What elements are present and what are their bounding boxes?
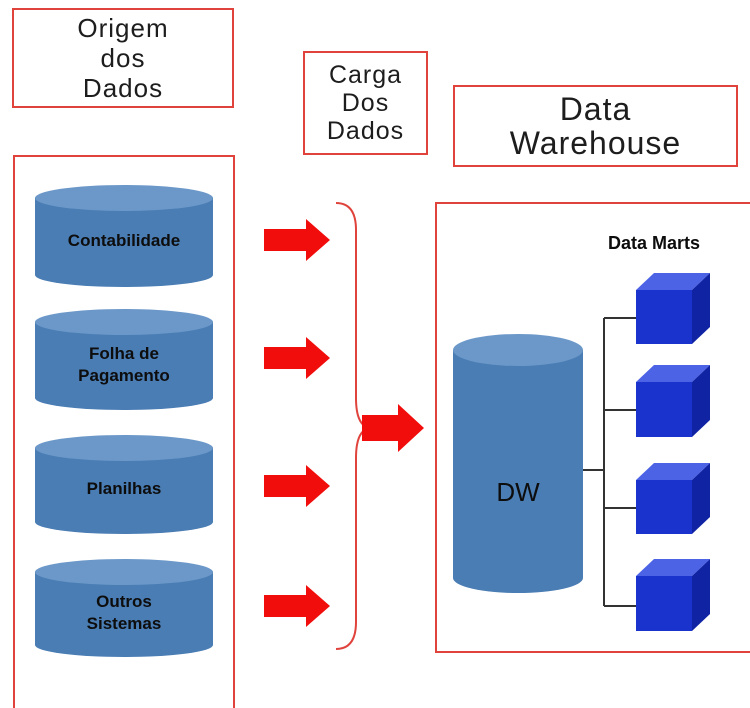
origem-dos-dados-title: Origem dos Dados <box>12 8 234 108</box>
data-mart-cube-icon <box>636 365 710 437</box>
source-label-contabilidade: Contabilidade <box>67 231 181 250</box>
load-arrow-icon <box>362 404 424 452</box>
carga-dos-dados-title: Carga Dos Dados <box>303 51 428 155</box>
source-database-cylinder-planilhas <box>35 435 213 534</box>
source-label-planilhas: Planilhas <box>86 479 162 498</box>
source-label-folha-de-pagamento: Folha de Pagamento <box>78 344 170 385</box>
arrow-right-icon <box>264 337 330 379</box>
data-marts-label: Data Marts <box>608 233 701 253</box>
arrow-right-icon <box>264 465 330 507</box>
dw-cylinder <box>453 334 583 593</box>
source-database-cylinder-outros-sistemas <box>35 559 213 657</box>
arrow-right-icon <box>264 585 330 627</box>
data-mart-cube-icon <box>636 559 710 631</box>
source-database-cylinder-folha-de-pagamento <box>35 309 213 410</box>
data-warehouse-title: Data Warehouse <box>453 85 738 167</box>
data-mart-connectors <box>583 317 636 607</box>
source-database-cylinder-contabilidade <box>35 185 213 287</box>
data-mart-cube-icon <box>636 463 710 534</box>
data-mart-cube-icon <box>636 273 710 344</box>
dw-label: DW <box>496 476 540 507</box>
source-label-outros-sistemas: Outros Sistemas <box>86 592 162 633</box>
arrow-right-icon <box>264 219 330 261</box>
